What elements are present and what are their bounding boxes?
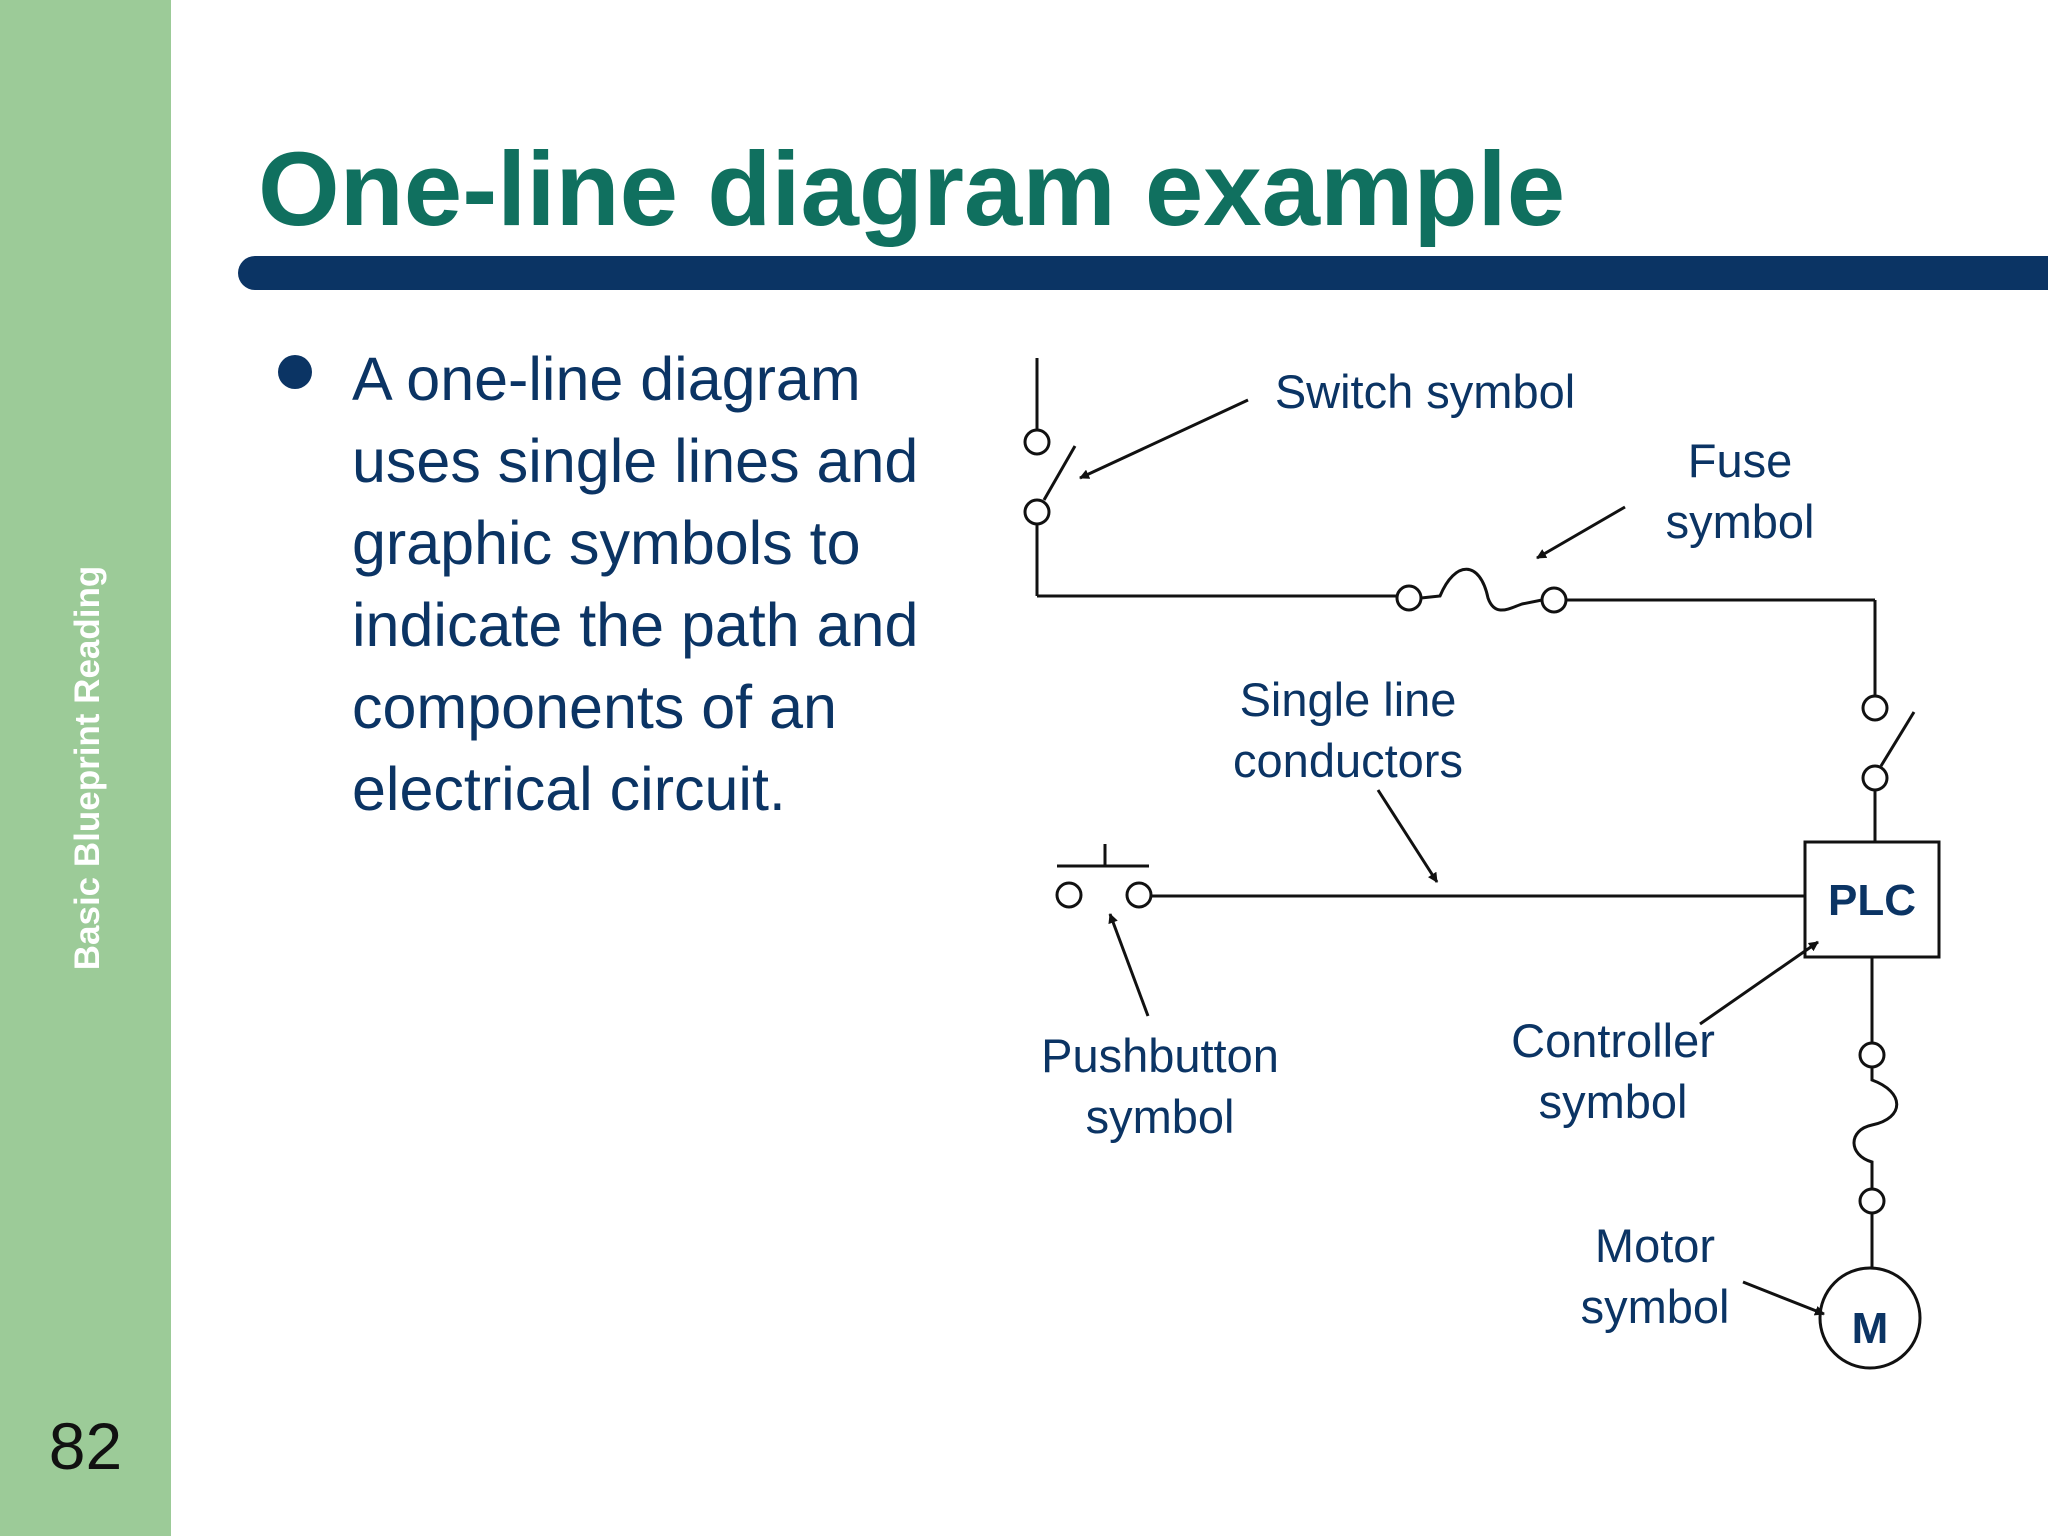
slide-title: One-line diagram example	[258, 131, 1566, 248]
label-conductors-line2: conductors	[1233, 734, 1463, 787]
motor-symbol: M	[1818, 1266, 1922, 1370]
arrow-pushbutton	[1108, 913, 1150, 1017]
label-controller-line1: Controller	[1511, 1014, 1715, 1067]
sidebar: Basic Blueprint Reading 82	[0, 0, 171, 1536]
label-fuse-line1: Fuse	[1688, 434, 1793, 487]
label-pushbutton-line2: symbol	[1086, 1090, 1235, 1143]
label-switch-symbol: Switch symbol	[1275, 365, 1575, 418]
label-pushbutton-line1: Pushbutton	[1041, 1029, 1279, 1082]
fuse-symbol	[1395, 567, 1568, 614]
arrow-switch	[1079, 398, 1249, 480]
label-motor-line1: Motor	[1595, 1219, 1715, 1272]
arrow-motor	[1742, 1280, 1825, 1316]
bullet-icon	[278, 355, 312, 389]
plc-text: PLC	[1828, 876, 1916, 925]
bullet-text: A one-line diagram uses single lines and…	[352, 345, 919, 823]
label-controller-line2: symbol	[1539, 1075, 1688, 1128]
plc-controller-symbol: PLC	[1803, 840, 1941, 959]
arrow-conductors	[1376, 789, 1439, 883]
motor-fuse-symbol	[1852, 1041, 1899, 1215]
pushbutton-symbol	[1055, 844, 1153, 909]
switch-symbol	[1023, 358, 1077, 596]
arrow-controller	[1699, 940, 1819, 1026]
page-number: 82	[48, 1409, 123, 1483]
label-motor-line2: symbol	[1581, 1280, 1730, 1333]
label-fuse-line2: symbol	[1666, 495, 1815, 548]
label-conductors-line1: Single line	[1240, 673, 1457, 726]
top-conductor	[1037, 594, 1877, 696]
title-underline-bar	[238, 256, 2048, 290]
right-switch-symbol	[1861, 694, 1916, 842]
motor-text: M	[1852, 1304, 1889, 1353]
arrow-fuse	[1536, 505, 1626, 560]
